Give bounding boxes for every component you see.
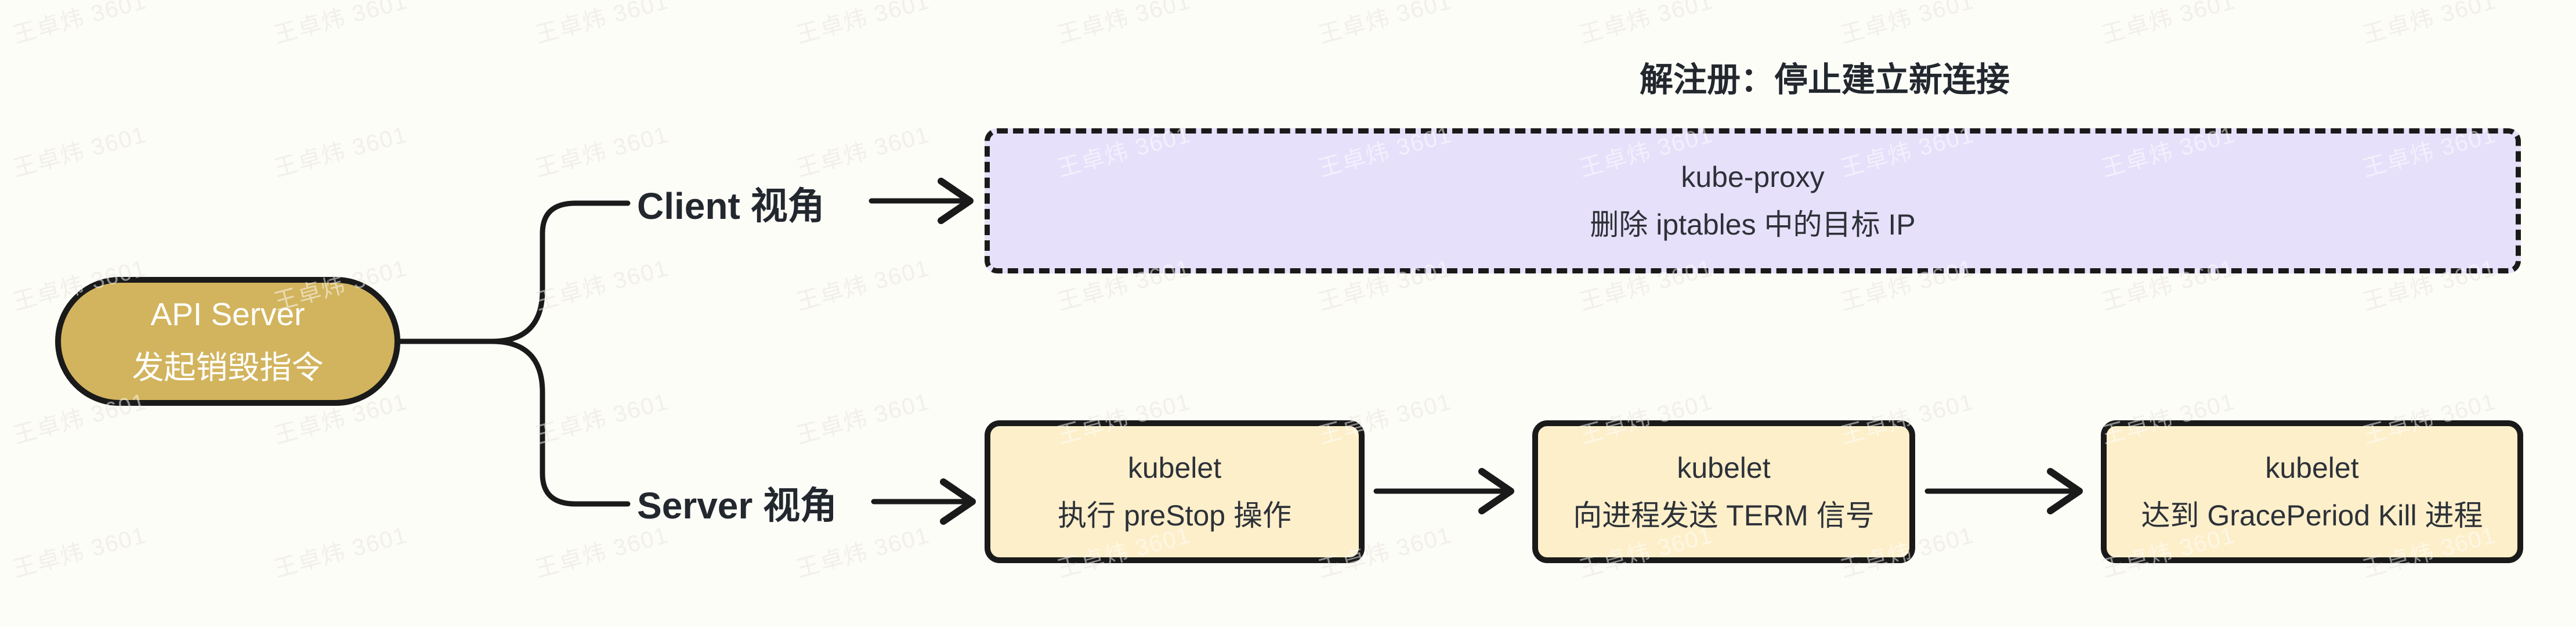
kube-proxy-node-line2: 删除 iptables 中的目标 IP [1590,208,1916,241]
server-arrow [871,478,976,525]
kube-proxy-node: kube-proxy 删除 iptables 中的目标 IP [985,128,2521,273]
client-branch-label: Client 视角 [637,185,825,227]
server-branch-label: Server 视角 [637,485,838,527]
api-server-node-line2: 发起销毁指令 [132,349,324,385]
prestop-to-term-arrow [1373,468,1514,514]
kubelet-prestop-node-line2: 执行 preStop 操作 [1058,499,1291,532]
kubelet-term-node: kubelet 向进程发送 TERM 信号 [1532,420,1915,563]
api-server-node: API Server 发起销毁指令 [55,277,400,406]
deregister-annotation: 解注册：停止建立新连接 [1639,61,2010,99]
kubelet-prestop-node-line1: kubelet [1127,452,1222,484]
kubelet-term-node-line2: 向进程发送 TERM 信号 [1573,499,1875,532]
client-branch-line [489,200,631,344]
api-server-node-line1: API Server [150,296,305,333]
term-to-kill-arrow [1924,468,2083,514]
kubelet-term-node-line1: kubelet [1677,452,1771,484]
kubelet-graceperiod-node: kubelet 达到 GracePeriod Kill 进程 [2101,420,2523,563]
server-branch-line [489,338,631,507]
client-arrow [869,178,974,224]
kubelet-graceperiod-node-line2: 达到 GracePeriod Kill 进程 [2141,499,2483,532]
kubelet-prestop-node: kubelet 执行 preStop 操作 [985,420,1365,563]
kubelet-graceperiod-node-line1: kubelet [2265,452,2359,484]
kube-proxy-node-line1: kube-proxy [1681,161,1825,193]
